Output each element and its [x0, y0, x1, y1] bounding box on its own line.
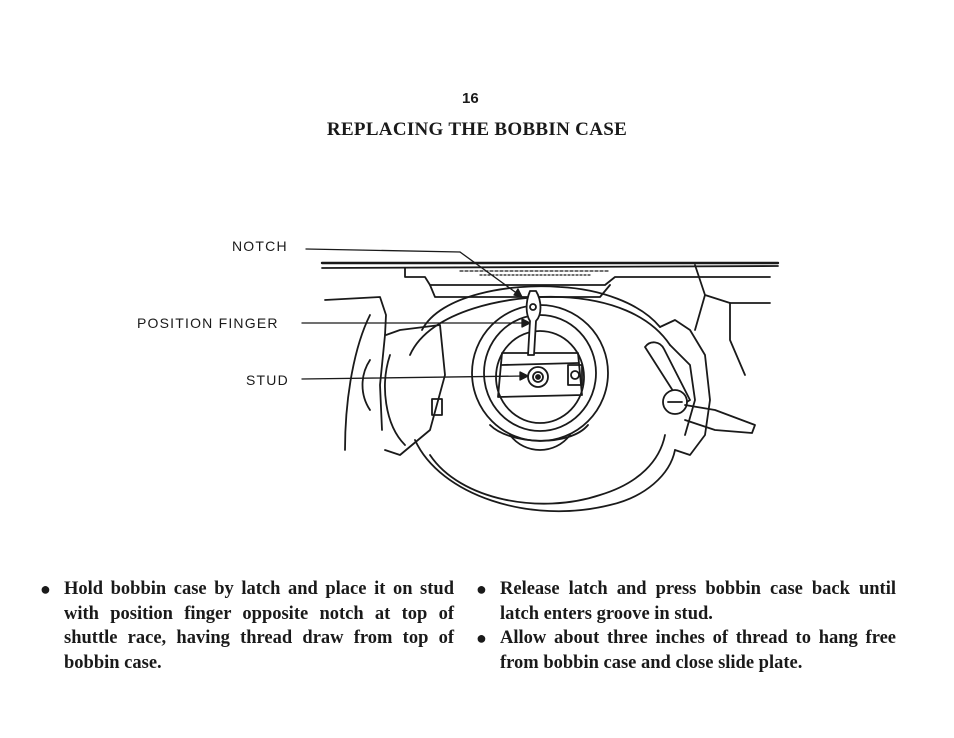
- position-finger-label: POSITION FINGER: [137, 315, 279, 331]
- bullet-icon: ●: [476, 628, 487, 648]
- instruction-text: Release latch and press bobbin case back…: [500, 579, 896, 624]
- stud: [527, 366, 549, 388]
- latch: [567, 364, 583, 386]
- left-housing: [324, 296, 446, 456]
- page-number: 16: [462, 90, 479, 107]
- notch-label: NOTCH: [232, 238, 288, 254]
- position-finger: [525, 290, 542, 356]
- instruction-text: Allow about three inches of thread to ha…: [500, 628, 896, 673]
- stud-leader-line: [301, 371, 529, 381]
- bullet-icon: ●: [476, 579, 487, 599]
- bullet-icon: ●: [40, 579, 51, 599]
- bed-plate: [320, 261, 780, 298]
- shuttle-race: [409, 285, 676, 513]
- thumb-lever: [644, 341, 756, 434]
- notch-leader-line: [305, 248, 523, 298]
- instructions-right-column: ● Release latch and press bobbin case ba…: [476, 577, 896, 675]
- instructions-left-column: ● Hold bobbin case by latch and place it…: [40, 577, 454, 675]
- instruction-text: Hold bobbin case by latch and place it o…: [64, 579, 454, 673]
- stud-label: STUD: [246, 372, 289, 388]
- bobbin-case-illustration: [301, 248, 780, 513]
- instruction-item: ● Hold bobbin case by latch and place it…: [40, 577, 454, 675]
- instruction-item: ● Release latch and press bobbin case ba…: [476, 577, 896, 626]
- right-housing: [659, 264, 771, 456]
- position-finger-leader-line: [301, 318, 531, 328]
- page-title: REPLACING THE BOBBIN CASE: [326, 119, 628, 140]
- instruction-item: ● Allow about three inches of thread to …: [476, 626, 896, 675]
